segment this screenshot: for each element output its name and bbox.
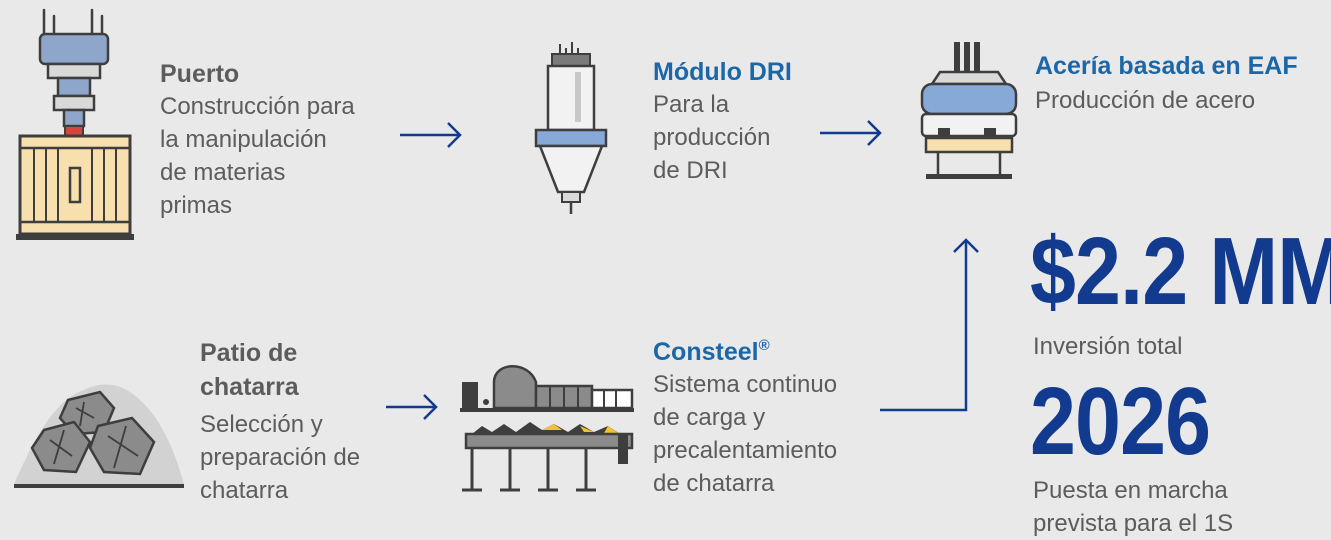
dri-module-icon bbox=[534, 42, 608, 214]
startup-line: prevista para el 1S bbox=[1033, 510, 1234, 537]
scrap-description: Selección y preparación de chatarra bbox=[200, 408, 360, 507]
consteel-line: Sistema continuo bbox=[653, 371, 838, 398]
dri-description: Para la producción de DRI bbox=[653, 88, 770, 187]
registered-mark: ® bbox=[758, 337, 770, 354]
dri-title: Módulo DRI bbox=[653, 58, 792, 86]
port-title: Puerto bbox=[160, 60, 240, 88]
port-line: de materias bbox=[160, 159, 286, 186]
consteel-title-text: Consteel bbox=[653, 338, 759, 366]
consteel-line: de carga y bbox=[653, 404, 766, 431]
dri-line: Para la bbox=[653, 91, 730, 118]
consteel-conveyor-icon bbox=[460, 365, 634, 492]
scrap-line: chatarra bbox=[200, 477, 289, 504]
port-crane-icon bbox=[16, 8, 134, 240]
dri-line: de DRI bbox=[653, 157, 728, 184]
consteel-line: precalentamiento bbox=[653, 437, 838, 464]
arrow-right-icon bbox=[400, 122, 462, 148]
scrap-title-line: chatarra bbox=[200, 373, 299, 401]
scrap-line: Selección y bbox=[200, 411, 323, 438]
eaf-description: Producción de acero bbox=[1035, 87, 1256, 114]
investment-value: $2.2 MM bbox=[1030, 218, 1331, 325]
startup-year: 2026 bbox=[1030, 368, 1211, 475]
scrap-title-line: Patio de bbox=[200, 339, 298, 367]
port-line: la manipulación bbox=[160, 126, 327, 153]
consteel-description: Sistema continuo de carga y precalentami… bbox=[653, 368, 837, 500]
port-line: primas bbox=[160, 192, 233, 219]
eaf-furnace-icon bbox=[920, 42, 1018, 179]
scrap-line: preparación de bbox=[200, 444, 361, 471]
eaf-title: Acería basada en EAF bbox=[1035, 52, 1298, 80]
consteel-line: de chatarra bbox=[653, 470, 775, 497]
scrap-title: Patio de chatarra bbox=[200, 336, 299, 404]
dri-line: producción bbox=[653, 124, 771, 151]
port-description: Construcción para la manipulación de mat… bbox=[160, 90, 355, 222]
consteel-title: Consteel® bbox=[653, 330, 770, 368]
investment-label: Inversión total bbox=[1033, 333, 1183, 360]
startup-line: Puesta en marcha bbox=[1033, 477, 1228, 504]
elbow-arrow-up-icon bbox=[880, 238, 979, 412]
startup-description: Puesta en marcha prevista para el 1S bbox=[1033, 474, 1233, 540]
arrow-right-icon bbox=[386, 394, 438, 420]
arrow-right-icon bbox=[820, 120, 882, 146]
scrap-pile-icon bbox=[14, 384, 184, 488]
port-line: Construcción para bbox=[160, 93, 355, 120]
